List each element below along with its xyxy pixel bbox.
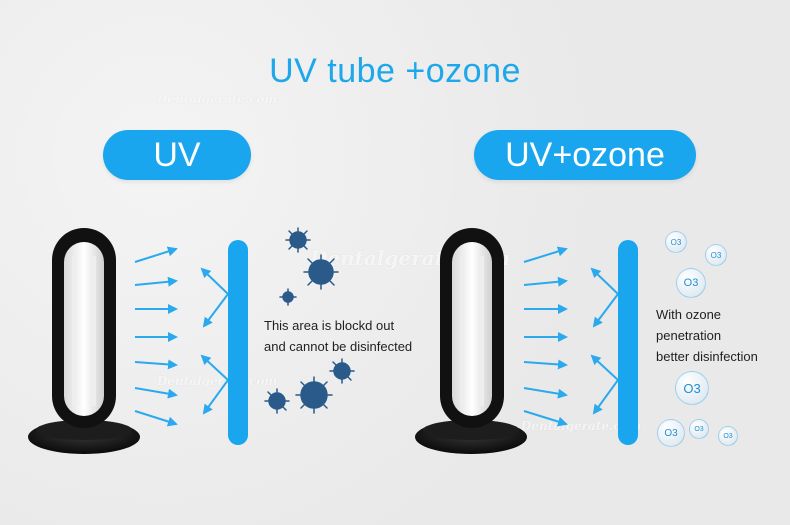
ozone-bubble: O3 — [689, 419, 709, 439]
uv-label-pill: UV — [103, 130, 251, 180]
uv-reflect-right — [590, 267, 619, 415]
uv-rays-left — [134, 246, 178, 427]
uv-ozone-label-pill: UV+ozone — [474, 130, 696, 180]
ozone-label: O3 — [683, 380, 701, 396]
watermark: Dentalgerate.com — [521, 419, 642, 433]
ozone-bubble: O3 — [657, 419, 685, 447]
uv-ozone-label-text: UV+ozone — [505, 135, 665, 174]
ozone-bubble: O3 — [665, 231, 687, 253]
barrier-left — [228, 240, 248, 445]
note-line: and cannot be disinfected — [264, 339, 413, 354]
uv-lamp-right — [415, 228, 527, 454]
watermark: Dentalgerate.com — [157, 92, 278, 106]
ozone-bubble: O3 — [718, 426, 738, 446]
ozone-label: O3 — [694, 425, 704, 433]
blocked-area-note: This area is blockd out and cannot be di… — [264, 315, 444, 357]
note-line: This area is blockd out — [264, 318, 395, 333]
uv-lamp-left — [28, 228, 140, 454]
uv-reflect-left — [200, 267, 229, 415]
ozone-bubble: O3 — [676, 268, 706, 298]
uv-rays-right — [523, 246, 568, 427]
ozone-bubble: O3 — [705, 244, 727, 266]
note-line: better disinfection — [656, 349, 758, 364]
ozone-note: With ozone penetration better disinfecti… — [656, 304, 781, 367]
ozone-bubble: O3 — [675, 371, 709, 405]
ozone-label: O3 — [723, 432, 733, 440]
ozone-label: O3 — [670, 237, 682, 247]
page-title: UV tube +ozone — [269, 52, 521, 90]
barrier-right — [618, 240, 638, 445]
note-line: penetration — [656, 328, 722, 343]
virus-cluster — [264, 227, 355, 414]
ozone-label: O3 — [710, 250, 722, 260]
ozone-label: O3 — [664, 427, 678, 439]
note-line: With ozone — [656, 307, 722, 322]
uv-label-text: UV — [153, 135, 201, 174]
ozone-label: O3 — [683, 277, 699, 289]
